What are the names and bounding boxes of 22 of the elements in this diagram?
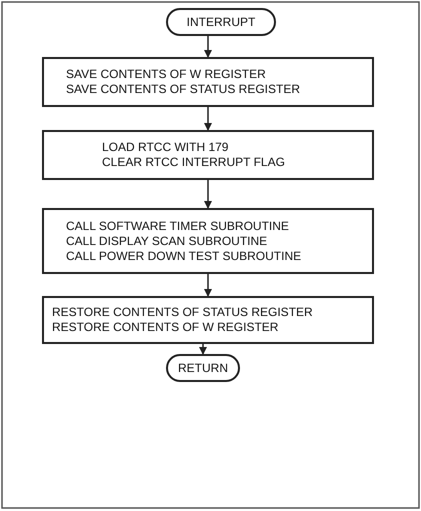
process-box	[42, 296, 374, 344]
step-text: SAVE CONTENTS OF STATUS REGISTER	[66, 82, 302, 97]
step-text: CALL SOFTWARE TIMER SUBROUTINE	[66, 218, 290, 234]
terminal-box	[166, 8, 276, 36]
arrow	[204, 274, 212, 297]
process-box	[42, 57, 374, 107]
step-text: RETURN	[178, 360, 228, 376]
arrow	[204, 36, 212, 58]
step-text: SAVE CONTENTS OF W REGISTER	[66, 67, 267, 82]
process-box	[42, 130, 374, 180]
terminal-box	[166, 354, 240, 382]
step-text: CALL POWER DOWN TEST SUBROUTINE	[66, 248, 302, 264]
arrow	[204, 107, 212, 131]
arrow	[204, 180, 212, 209]
step-text: LOAD RTCC WITH 179	[102, 140, 230, 155]
step-text: CALL DISPLAY SCAN SUBROUTINE	[66, 234, 268, 248]
process-box	[42, 208, 374, 274]
step-text: RESTORE CONTENTS OF W REGISTER	[52, 320, 280, 335]
step-text: CLEAR RTCC INTERRUPT FLAG	[102, 155, 286, 170]
step-text: RESTORE CONTENTS OF STATUS REGISTER	[52, 305, 314, 320]
step-text: INTERRUPT	[186, 14, 256, 30]
arrow	[199, 344, 207, 355]
